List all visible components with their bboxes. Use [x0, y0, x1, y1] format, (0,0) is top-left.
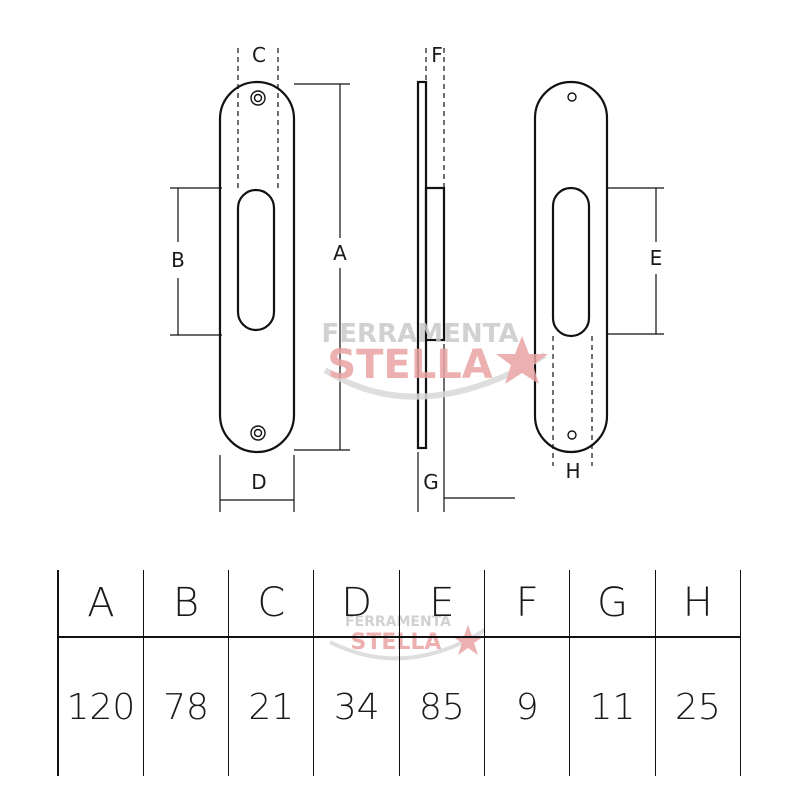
dim-label-g: G	[423, 470, 439, 494]
watermark-logo: FERRAMENTA STELLA	[322, 319, 548, 400]
back-view	[533, 80, 664, 466]
front-grip-recess	[236, 188, 276, 332]
table-value-cell: 120	[56, 637, 144, 776]
watermark-line1: FERRAMENTA	[322, 319, 519, 349]
table-header-cell: E	[398, 570, 485, 638]
dim-label-f: F	[431, 43, 443, 67]
dim-label-c: C	[252, 43, 266, 67]
table-header-cell: G	[569, 570, 656, 638]
table-header-cell: H	[654, 570, 742, 638]
screw-hole-top	[250, 90, 266, 106]
back-hole-bottom	[567, 430, 577, 440]
dim-label-e: E	[650, 246, 663, 270]
table-value-cell: 25	[654, 637, 742, 776]
screw-hole-bottom	[250, 425, 266, 441]
table-value-cell: 34	[313, 637, 400, 776]
back-plate-outline	[533, 80, 609, 454]
table-value-cell: 11	[569, 637, 656, 776]
table-value-cell: 21	[228, 637, 314, 776]
front-view	[170, 48, 350, 512]
back-cup-outline	[551, 186, 591, 338]
front-plate-outline	[218, 80, 296, 454]
table-header-cell: B	[142, 570, 229, 638]
table-value-cell: 9	[484, 637, 570, 776]
dimension-table: A B C D E F G H 120 78 21 34 85 9 11 25	[56, 570, 742, 776]
table-header-cell: D	[313, 570, 400, 638]
dim-label-h: H	[565, 459, 580, 483]
table-value-cell: 85	[398, 637, 485, 776]
table-row: 120 78 21 34 85 9 11 25	[56, 637, 742, 776]
dim-label-d: D	[251, 470, 266, 494]
side-cup-profile	[424, 186, 446, 342]
table-value-cell: 78	[142, 637, 229, 776]
side-plate-profile	[416, 80, 428, 450]
table-header-cell: C	[228, 570, 314, 638]
table-header-cell: A	[56, 570, 144, 638]
side-view	[416, 48, 515, 512]
dim-label-a: A	[333, 241, 347, 265]
watermark-line2: STELLA	[327, 342, 492, 388]
table-header-cell: F	[484, 570, 570, 638]
back-hole-top	[567, 92, 577, 102]
table-header-row: A B C D E F G H	[56, 570, 742, 638]
dim-label-b: B	[171, 248, 185, 272]
watermark-star-icon	[496, 336, 548, 384]
